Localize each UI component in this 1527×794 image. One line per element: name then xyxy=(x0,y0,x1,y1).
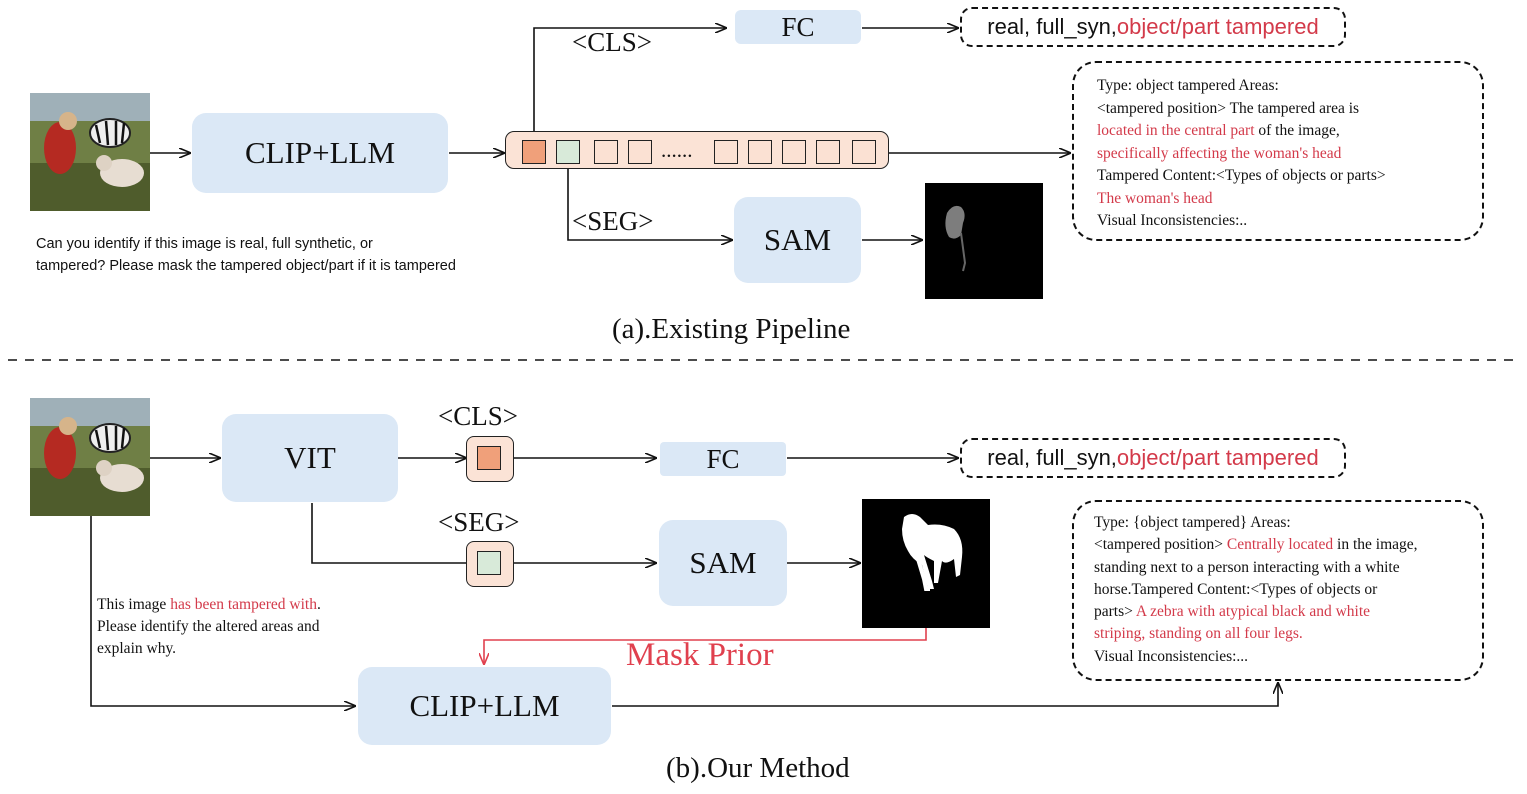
desc-line: Type: object tampered Areas: xyxy=(1097,77,1279,94)
mask-output-top xyxy=(925,183,1043,299)
prompt-line: tampered? Please mask the tampered objec… xyxy=(36,258,456,274)
prompt-line: Please identify the altered areas and xyxy=(97,618,320,635)
vit-box: VIT xyxy=(222,414,398,502)
token xyxy=(748,140,772,164)
description-text-bottom: Type: {object tampered} Areas: <tampered… xyxy=(1094,512,1418,668)
seg-token-frame xyxy=(466,541,514,587)
desc-span: parts> xyxy=(1094,603,1136,621)
desc-line: Type: {object tampered} Areas: xyxy=(1094,514,1291,531)
seg-label-top: <SEG> xyxy=(572,206,654,236)
cls-label-bottom: <CLS> xyxy=(438,401,518,431)
description-output-bottom xyxy=(1072,500,1484,681)
mask-zebra-shape xyxy=(902,514,963,591)
desc-line: Tampered Content:<Types of objects or pa… xyxy=(1097,167,1386,184)
desc-highlight: Centrally located xyxy=(1226,536,1334,554)
prompt-span: This image xyxy=(97,596,171,613)
desc-line: parts> A zebra with atypical black and w… xyxy=(1094,601,1418,623)
cls-label-top: <CLS> xyxy=(572,27,652,57)
classification-output-bottom: real, full_syn,object/part tampered xyxy=(960,438,1346,478)
photo-woman-zebra-horse xyxy=(30,93,150,211)
desc-line: <tampered position> Centrally located in… xyxy=(1094,534,1418,556)
mask-prior-label: Mask Prior xyxy=(626,637,774,673)
desc-line: specifically affecting the woman's head xyxy=(1097,144,1342,162)
input-image-top xyxy=(30,93,150,211)
token xyxy=(852,140,876,164)
token-ellipsis: ...... xyxy=(661,138,693,162)
desc-span: <tampered position> xyxy=(1094,536,1227,554)
photo-woman-zebra-horse xyxy=(30,398,150,516)
clip-llm-box-top: CLIP+LLM xyxy=(192,113,448,193)
desc-span: of the image, xyxy=(1254,122,1340,139)
prompt-highlight: has been tampered with xyxy=(170,596,317,613)
prompt-line: Can you identify if this image is real, … xyxy=(36,236,373,252)
desc-highlight: A zebra with atypical black and white xyxy=(1135,603,1371,621)
output-label: real, full_syn, xyxy=(987,14,1117,39)
desc-line: striping, standing on all four legs. xyxy=(1094,625,1303,643)
desc-highlight: located in the central part xyxy=(1097,122,1255,139)
prompt-text-top: Can you identify if this image is real, … xyxy=(36,233,456,277)
seg-token-bottom xyxy=(477,551,501,575)
mask-output-bottom xyxy=(862,499,990,628)
mask-head-shape xyxy=(945,205,967,272)
desc-line: <tampered position> The tampered area is xyxy=(1097,99,1360,117)
desc-line: located in the central part of the image… xyxy=(1097,120,1386,143)
clip-llm-box-bottom: CLIP+LLM xyxy=(358,667,611,745)
prompt-line: explain why. xyxy=(97,640,177,657)
desc-line: The woman's head xyxy=(1097,189,1213,207)
desc-line: standing next to a person interacting wi… xyxy=(1094,558,1400,576)
fc-box-top: FC xyxy=(735,10,861,44)
sam-box-bottom: SAM xyxy=(659,520,787,606)
output-label: real, full_syn, xyxy=(987,445,1117,470)
token xyxy=(594,140,618,164)
token xyxy=(628,140,652,164)
sam-box-top: SAM xyxy=(734,197,861,283)
prompt-text-bottom: This image has been tampered with. Pleas… xyxy=(97,594,321,660)
token xyxy=(714,140,738,164)
desc-line: Visual Inconsistencies:... xyxy=(1094,647,1249,665)
fc-box-bottom: FC xyxy=(660,442,786,476)
caption-top: (a).Existing Pipeline xyxy=(612,313,851,345)
input-image-bottom xyxy=(30,398,150,516)
output-label-highlight: object/part tampered xyxy=(1116,445,1319,470)
seg-label-bottom: <SEG> xyxy=(438,507,520,537)
desc-line: Visual Inconsistencies:.. xyxy=(1097,212,1248,229)
desc-line: horse.Tampered Content:<Types of objects… xyxy=(1094,580,1378,598)
token xyxy=(816,140,840,164)
prompt-span: . xyxy=(316,596,321,613)
desc-span: in the image, xyxy=(1333,536,1418,554)
caption-bottom: (b).Our Method xyxy=(666,752,850,784)
seg-token-top xyxy=(556,140,580,164)
classification-output-top: real, full_syn,object/part tampered xyxy=(960,7,1346,47)
prompt-line: This image has been tampered with. xyxy=(97,594,321,616)
description-text-top: Type: object tampered Areas: <tampered p… xyxy=(1097,75,1386,233)
cls-token-top xyxy=(522,140,546,164)
description-output-top xyxy=(1072,61,1484,241)
token xyxy=(782,140,806,164)
output-label-highlight: object/part tampered xyxy=(1116,14,1319,39)
cls-token-bottom xyxy=(477,446,501,470)
